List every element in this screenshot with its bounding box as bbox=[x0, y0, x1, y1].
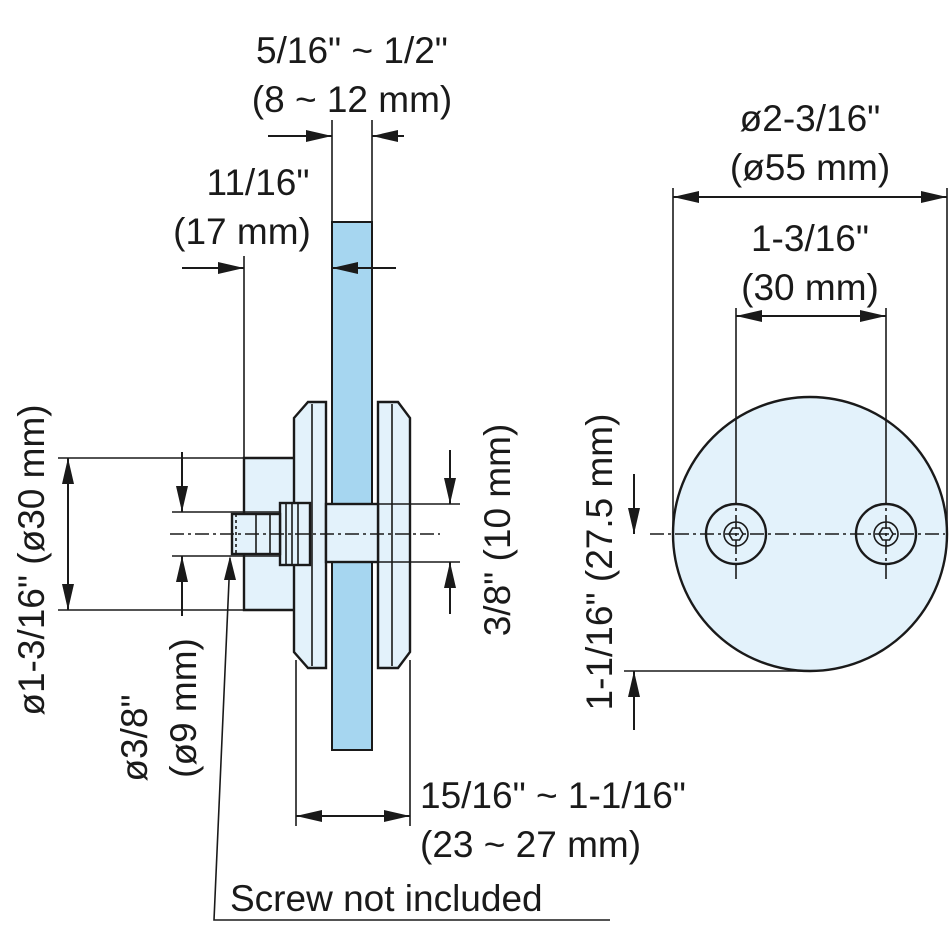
hole-height-label: 1-1/16" (27.5 mm) bbox=[579, 414, 620, 711]
dim-base-diameter: ø1-3/16" (ø30 mm) bbox=[11, 404, 244, 716]
dim-hole-spacing: 1-3/16" (30 mm) bbox=[735, 218, 887, 490]
hole-spacing-metric: (30 mm) bbox=[741, 267, 879, 308]
screw-diameter-imperial: ø3/8" bbox=[114, 694, 155, 781]
offset-metric: (17 mm) bbox=[173, 211, 311, 252]
dim-glass-thickness: 5/16" ~ 1/2" (8 ~ 12 mm) bbox=[252, 30, 452, 222]
side-view bbox=[170, 221, 440, 751]
glass-spacer bbox=[324, 502, 380, 564]
base-diameter-label: ø1-3/16" (ø30 mm) bbox=[11, 404, 52, 715]
screw-note-text: Screw not included bbox=[230, 878, 543, 919]
overall-width-metric: (23 ~ 27 mm) bbox=[420, 824, 641, 865]
dim-overall-width: 15/16" ~ 1-1/16" (23 ~ 27 mm) bbox=[295, 660, 686, 865]
dim-plate-diameter: ø2-3/16" (ø55 mm) bbox=[672, 98, 948, 534]
right-clamp-plate bbox=[376, 400, 412, 670]
offset-imperial: 11/16" bbox=[207, 162, 310, 203]
hole-depth-label: 3/8" (10 mm) bbox=[477, 424, 518, 637]
dim-hole-height: 1-1/16" (27.5 mm) bbox=[579, 414, 810, 730]
dim-screw-diameter: ø3/8" (ø9 mm) bbox=[114, 452, 280, 782]
overall-width-imperial: 15/16" ~ 1-1/16" bbox=[420, 775, 686, 816]
screw-note: Screw not included bbox=[213, 556, 610, 921]
dim-hole-depth: 3/8" (10 mm) bbox=[378, 424, 518, 637]
plate-diameter-metric: (ø55 mm) bbox=[730, 147, 890, 188]
plate-diameter-imperial: ø2-3/16" bbox=[740, 98, 881, 139]
glass-thickness-metric: (8 ~ 12 mm) bbox=[252, 79, 452, 120]
hole-spacing-imperial: 1-3/16" bbox=[751, 218, 869, 259]
glass-thickness-imperial: 5/16" ~ 1/2" bbox=[256, 30, 448, 71]
front-view bbox=[650, 395, 949, 673]
dim-offset: 11/16" (17 mm) bbox=[173, 162, 396, 458]
glass-panel-lower bbox=[331, 561, 373, 751]
screw-diameter-metric: (ø9 mm) bbox=[163, 638, 204, 778]
